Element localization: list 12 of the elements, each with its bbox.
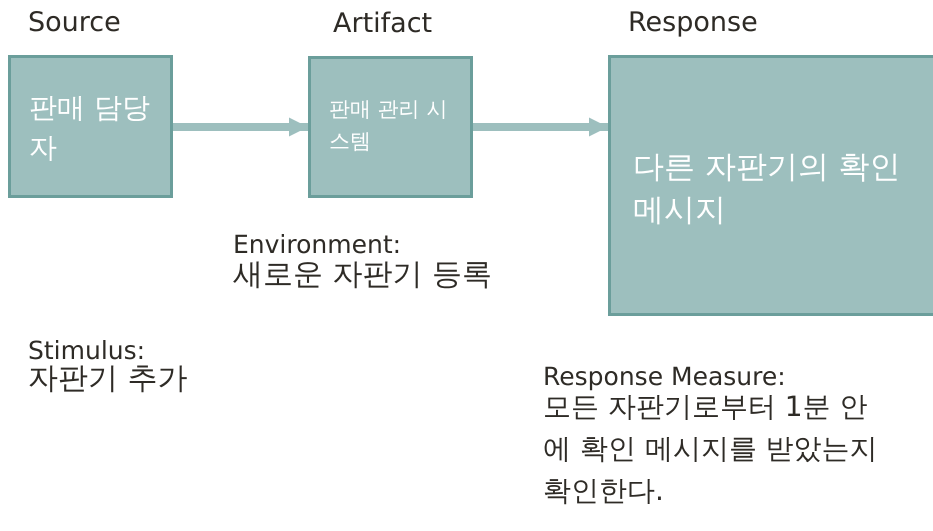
box-text: 다른 자판기의 확인 메시지 — [633, 148, 902, 230]
box-text: 판매 관리 시스템 — [329, 96, 448, 155]
box-text: 판매 담당자 — [29, 90, 151, 166]
box-heading: Artifact — [333, 8, 432, 40]
box-heading: Response — [628, 7, 758, 39]
box-heading: Source — [28, 7, 121, 39]
arrow — [173, 117, 308, 137]
label-heading: Response Measure: — [543, 361, 787, 393]
label-text: 새로운 자판기 등록 — [233, 258, 494, 292]
label-text: 모든 자판기로부터 1분 안에 확인 메시지를 받았는지 확인한다. — [543, 390, 878, 509]
label-heading: Environment: — [233, 229, 402, 261]
arrow — [473, 117, 608, 137]
